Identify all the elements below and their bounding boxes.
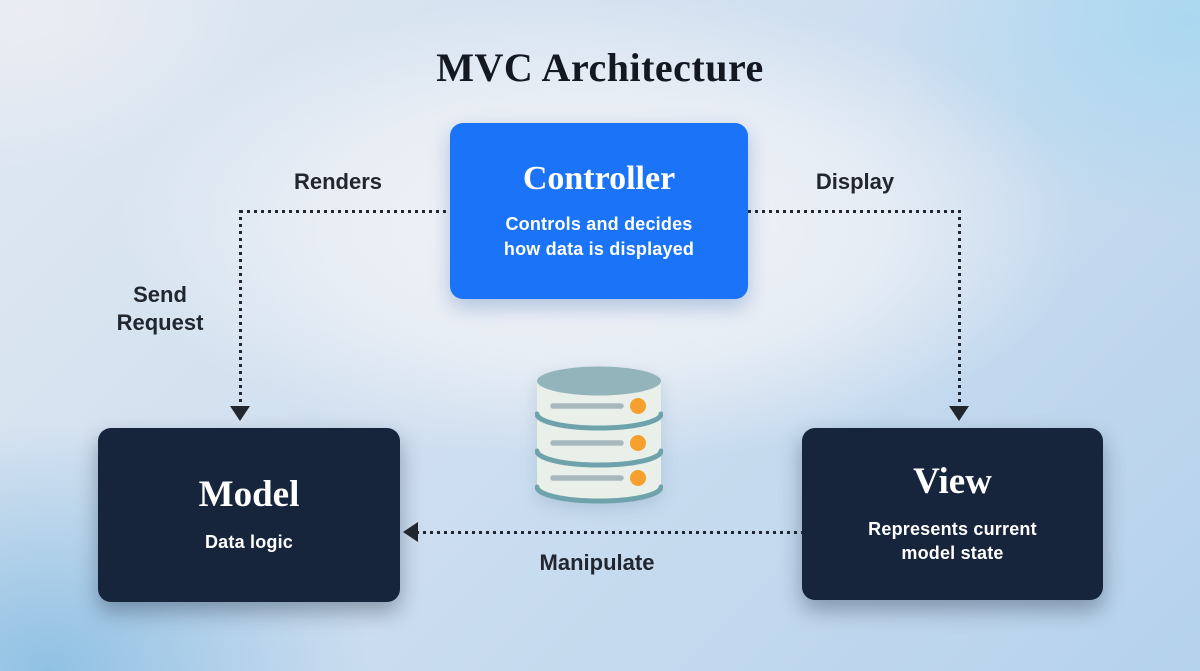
arrowhead-down-to-model-icon xyxy=(230,406,250,421)
database-icon xyxy=(535,366,663,506)
database-dot-1 xyxy=(630,398,646,414)
model-node: Model Data logic xyxy=(98,428,400,602)
controller-node: Controller Controls and decides how data… xyxy=(450,123,748,299)
edge-controller-to-model-vertical xyxy=(239,210,242,406)
model-description: Data logic xyxy=(204,531,294,552)
renders-label: Renders xyxy=(293,169,383,194)
controller-description: Controls and decides how data is display… xyxy=(503,213,695,259)
send-request-label: Send Request xyxy=(116,282,204,336)
database-divider-1 xyxy=(535,411,663,431)
edge-controller-to-view-horizontal xyxy=(748,210,960,213)
arrowhead-left-to-model-icon xyxy=(403,522,418,542)
display-label: Display xyxy=(815,169,895,194)
view-node: View Represents current model state xyxy=(802,428,1103,600)
view-description: Represents current model state xyxy=(868,518,1037,564)
arrowhead-down-to-view-icon xyxy=(949,406,969,421)
database-top xyxy=(537,366,661,396)
page-title: MVC Architecture xyxy=(436,45,764,90)
database-divider-2 xyxy=(535,448,663,468)
database-bottom-rim xyxy=(535,484,663,504)
database-dot-3 xyxy=(630,470,646,486)
manipulate-label: Manipulate xyxy=(539,550,655,575)
edge-controller-to-view-vertical xyxy=(958,210,961,406)
model-title: Model xyxy=(198,474,300,516)
controller-title: Controller xyxy=(522,160,676,198)
view-title: View xyxy=(913,460,992,502)
edge-view-to-model-horizontal xyxy=(416,531,802,534)
database-dot-2 xyxy=(630,435,646,451)
edge-controller-to-model-horizontal xyxy=(240,210,450,213)
